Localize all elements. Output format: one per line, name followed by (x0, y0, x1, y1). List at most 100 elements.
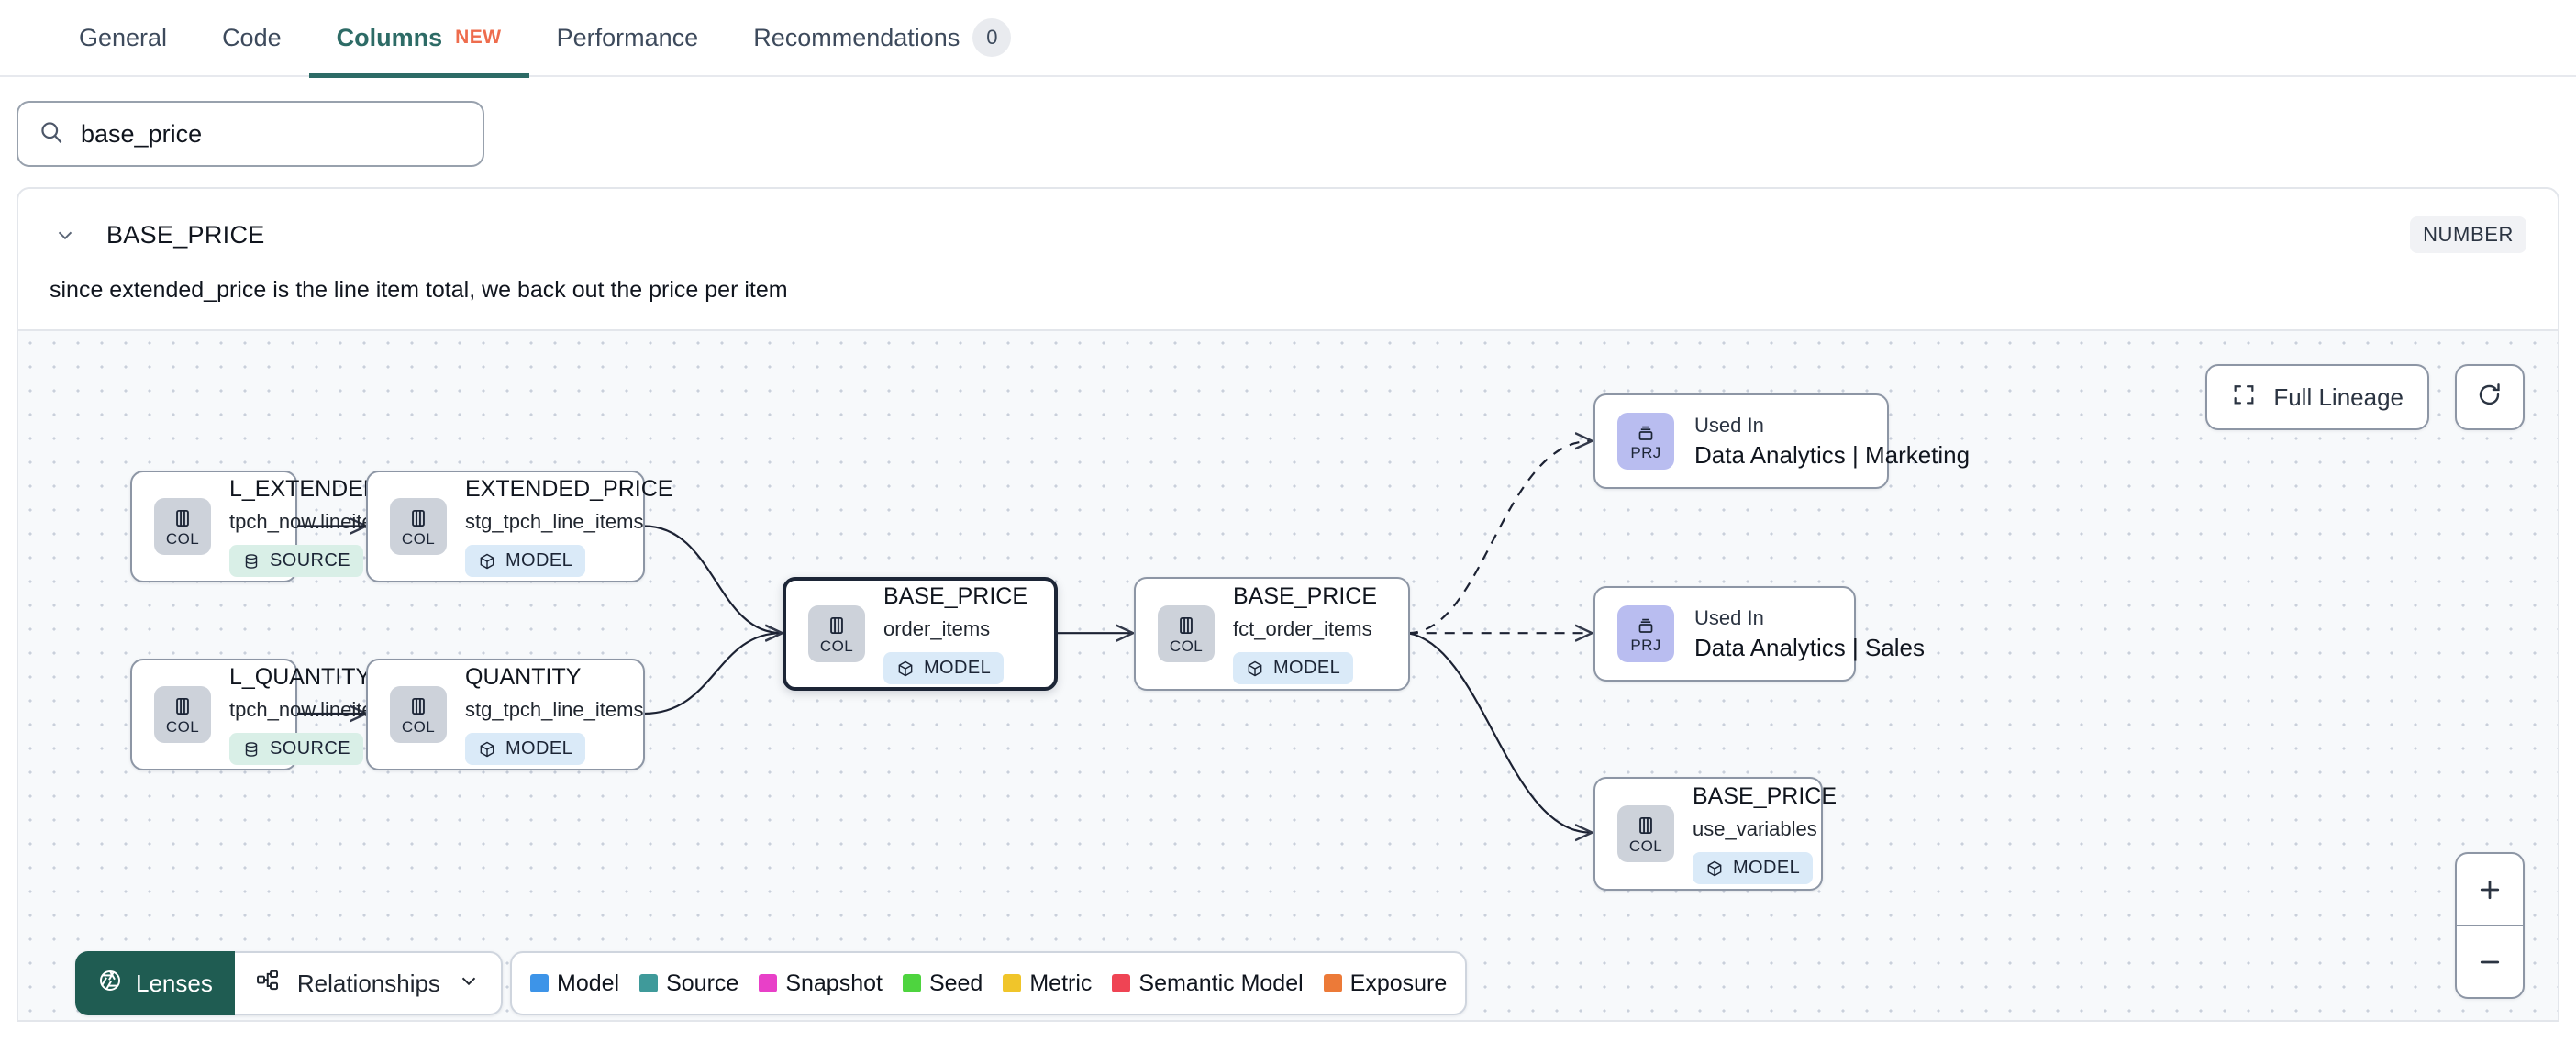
node-kind-label: COL (1628, 837, 1663, 855)
legend-swatch (759, 974, 778, 992)
tab-bar: General Code Columns NEW Performance Rec… (0, 0, 2576, 78)
full-lineage-label: Full Lineage (2273, 382, 2404, 411)
tab-general[interactable]: General (51, 0, 194, 76)
legend-item-metric: Metric (1003, 970, 1092, 997)
column-type-icon: COL (1158, 605, 1215, 662)
node-resource-pill: SOURCE (229, 545, 363, 577)
search-input[interactable] (81, 119, 462, 149)
tab-label: Code (222, 23, 282, 51)
legend-label: Source (666, 970, 739, 996)
node-name: BASE_PRICE (1233, 583, 1378, 609)
node-parent: use_variables (1693, 817, 1817, 840)
lineage-graph[interactable]: COL L_EXTENDEDPRICE tpch_now.lineitem SO… (18, 329, 2558, 1022)
node-kind-label: COL (1169, 637, 1204, 655)
legend-label: Metric (1029, 970, 1093, 996)
node-name: QUANTITY (465, 664, 582, 690)
graph-node-project-marketing[interactable]: PRJ Used In Data Analytics | Marketing (1593, 393, 1970, 489)
legend-item-exposure: Exposure (1323, 970, 1447, 997)
node-resource-pill: MODEL (465, 733, 586, 765)
node-resource-pill: MODEL (1233, 652, 1354, 684)
legend-label: Snapshot (785, 970, 883, 996)
legend-swatch (1112, 974, 1131, 992)
node-parent: stg_tpch_line_items (465, 510, 644, 533)
project-name: Data Analytics | Sales (1694, 633, 1925, 661)
graph-node-base-price-use-variables[interactable]: COL BASE_PRICE use_variables MODEL (1593, 777, 1837, 891)
legend-item-seed: Seed (902, 970, 983, 997)
project-name: Data Analytics | Marketing (1694, 440, 1971, 469)
node-name: BASE_PRICE (1693, 783, 1838, 809)
column-description: since extended_price is the line item to… (50, 277, 788, 303)
node-parent: fct_order_items (1233, 617, 1372, 640)
legend-item-semantic-model: Semantic Model (1112, 970, 1304, 997)
tab-label: Recommendations (753, 23, 960, 51)
search-icon (39, 119, 64, 150)
graph-node-base-price-fct-order-items[interactable]: COL BASE_PRICE fct_order_items MODEL (1134, 577, 1410, 691)
node-resource-pill: MODEL (465, 545, 586, 577)
legend-item-source: Source (639, 970, 738, 997)
graph-node-base-price-order-items[interactable]: COL BASE_PRICE order_items MODEL (783, 577, 1058, 691)
database-icon (245, 553, 258, 569)
node-name: EXTENDED_PRICE (465, 476, 673, 502)
zoom-in-button[interactable] (2457, 854, 2523, 926)
lenses-button[interactable]: Lenses (75, 951, 235, 1015)
node-kind-label: COL (401, 530, 436, 548)
node-name: BASE_PRICE (883, 583, 1028, 609)
column-type-icon: COL (390, 498, 447, 555)
tab-performance[interactable]: Performance (529, 0, 727, 76)
project-icon: PRJ (1617, 413, 1674, 470)
resource-type-legend: Model Source Snapshot Seed Metric Semant… (510, 951, 1468, 1015)
node-parent: order_items (883, 617, 991, 640)
graph-node-l-quantity[interactable]: COL L_QUANTITY tpch_now.lineitem SOURCE (130, 659, 390, 770)
graph-node-extended-price[interactable]: COL EXTENDED_PRICE stg_tpch_line_items M… (366, 471, 672, 582)
node-resource-pill: MODEL (1693, 852, 1814, 884)
lenses-group: Lenses Relationships (75, 951, 503, 1015)
full-lineage-button[interactable]: Full Lineage (2205, 364, 2429, 430)
tab-recommendations[interactable]: Recommendations 0 (726, 0, 1038, 76)
column-type-icon: COL (808, 605, 865, 662)
node-name: L_QUANTITY (229, 664, 372, 690)
relationships-dropdown[interactable]: Relationships (234, 951, 503, 1015)
tab-label: General (79, 23, 168, 51)
graph-node-l-extendedprice[interactable]: COL L_EXTENDEDPRICE tpch_now.lineitem SO… (130, 471, 450, 582)
tab-label: Performance (556, 23, 699, 51)
cube-icon (480, 553, 494, 569)
node-kind-label: PRJ (1630, 637, 1661, 654)
column-type-badge: NUMBER (2410, 216, 2526, 253)
cube-icon (480, 741, 494, 757)
search-box[interactable] (17, 101, 484, 167)
legend-item-snapshot: Snapshot (759, 970, 883, 997)
legend-swatch (639, 974, 659, 992)
cube-icon (1248, 660, 1262, 676)
lineage-edges (294, 331, 2558, 1022)
tab-columns[interactable]: Columns NEW (308, 0, 529, 78)
node-kind-label: COL (165, 530, 200, 548)
tab-new-badge: NEW (455, 27, 502, 48)
node-kind-label: PRJ (1630, 444, 1661, 461)
node-parent: tpch_now.lineitem (229, 698, 390, 721)
graph-node-quantity[interactable]: COL QUANTITY stg_tpch_line_items MODEL (366, 659, 645, 770)
chevron-down-icon[interactable] (50, 219, 81, 250)
node-kind-label: COL (165, 718, 200, 736)
relationships-icon (255, 968, 281, 1000)
column-name: BASE_PRICE (106, 220, 265, 249)
graph-node-project-sales[interactable]: PRJ Used In Data Analytics | Sales (1593, 586, 1925, 682)
legend-swatch (530, 974, 549, 992)
zoom-out-button[interactable] (2457, 926, 2523, 997)
column-header: BASE_PRICE NUMBER (18, 189, 2558, 253)
recommendations-count-badge: 0 (972, 18, 1012, 57)
refresh-button[interactable] (2455, 364, 2525, 430)
node-resource-label: MODEL (505, 738, 573, 759)
legend-swatch (1003, 974, 1022, 992)
node-parent: stg_tpch_line_items (465, 698, 644, 721)
node-resource-label: SOURCE (270, 550, 350, 571)
search-row (0, 77, 2576, 187)
column-type-icon: COL (154, 686, 211, 743)
node-kind-label: COL (819, 637, 854, 655)
tab-code[interactable]: Code (194, 0, 309, 76)
legend-label: Seed (928, 970, 983, 996)
zoom-controls[interactable] (2455, 852, 2525, 999)
column-type-icon: COL (390, 686, 447, 743)
legend-item-model: Model (530, 970, 619, 997)
node-resource-label: MODEL (924, 658, 992, 678)
cube-icon (1707, 860, 1722, 876)
